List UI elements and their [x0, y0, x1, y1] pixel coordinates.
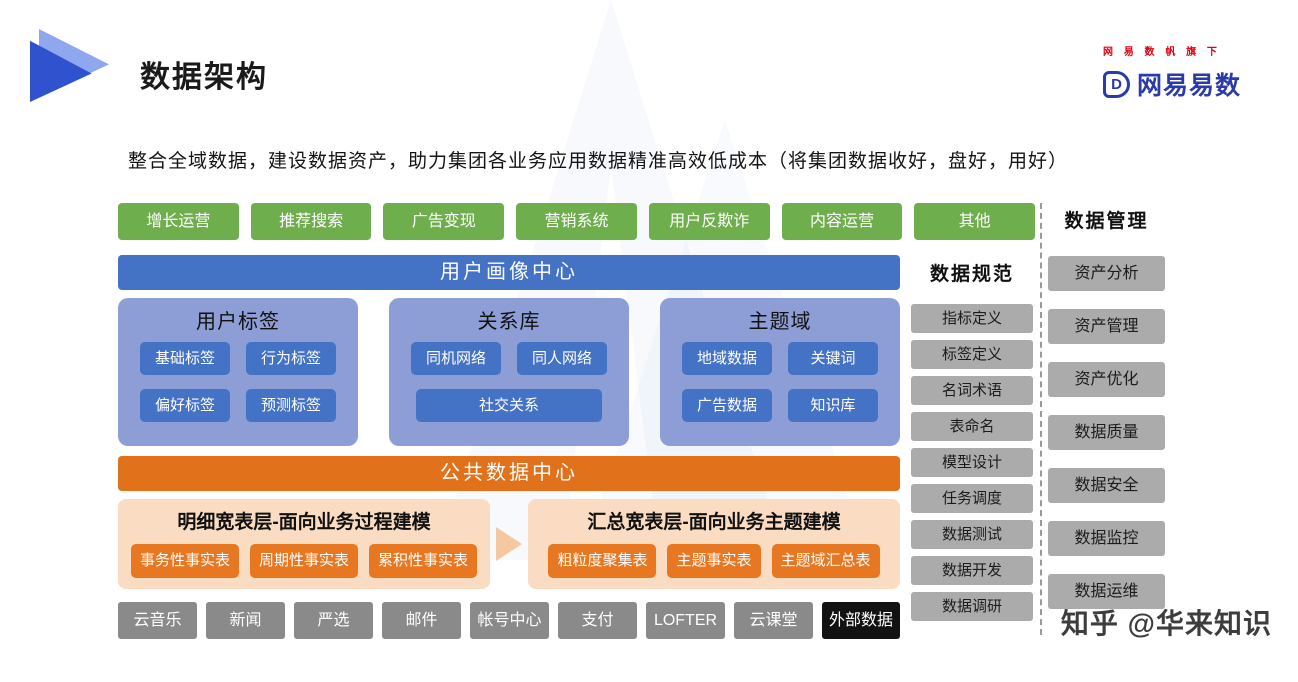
data-standards-item: 任务调度	[911, 484, 1033, 513]
pdc-group-chips: 事务性事实表周期性事实表累积性事实表	[118, 544, 490, 578]
group-user-tags: 用户标签 基础标签行为标签偏好标签预测标签	[118, 298, 358, 446]
group-chips: 基础标签行为标签偏好标签预测标签	[118, 342, 358, 422]
brand-row: D 网易易数	[1103, 66, 1268, 102]
tag-chip: 预测标签	[246, 389, 336, 422]
business-app-chip: 营销系统	[516, 203, 637, 240]
data-standards-item: 指标定义	[911, 304, 1033, 333]
user-profile-groups: 用户标签 基础标签行为标签偏好标签预测标签 关系库 同机网络同人网络社交关系 主…	[118, 298, 900, 446]
fact-table-chip: 事务性事实表	[130, 544, 239, 578]
tag-chip: 基础标签	[140, 342, 230, 375]
data-management-item: 数据安全	[1048, 468, 1165, 503]
brand-logo: 网 易 数 帆 旗 下 D 网易易数	[1103, 43, 1268, 102]
data-source-chip: 帐号中心	[470, 602, 549, 639]
group-chips: 同机网络同人网络社交关系	[389, 342, 629, 422]
tag-chip: 同机网络	[411, 342, 501, 375]
slide-logo-icon	[30, 29, 109, 102]
group-relations: 关系库 同机网络同人网络社交关系	[389, 298, 629, 446]
data-standards-title: 数据规范	[929, 264, 1014, 285]
data-management-item: 数据运维	[1048, 574, 1165, 609]
data-management-item: 资产管理	[1048, 309, 1165, 344]
business-app-chip: 增长运营	[118, 203, 239, 240]
data-source-chip: 云音乐	[118, 602, 197, 639]
page-title: 数据架构	[140, 61, 268, 94]
public-data-center-banner: 公共数据中心	[118, 456, 900, 491]
group-title: 主题域	[748, 311, 812, 333]
business-app-chip: 推荐搜索	[250, 203, 372, 240]
pdc-group-title: 汇总宽表层-面向业务主题建模	[587, 512, 841, 533]
group-subject-domain: 主题域 地域数据关键词广告数据知识库	[660, 298, 900, 446]
brand-d-icon: D	[1103, 70, 1130, 98]
data-management-item: 数据质量	[1048, 415, 1165, 450]
data-standards-item: 数据测试	[911, 520, 1033, 549]
dashed-separator	[1040, 203, 1042, 635]
tag-chip: 同人网络	[517, 342, 607, 375]
fact-table-chip: 周期性事实表	[249, 544, 358, 578]
data-standards-item: 名词术语	[911, 376, 1033, 405]
business-app-chip: 广告变现	[383, 203, 505, 240]
tag-chip: 地域数据	[682, 342, 772, 375]
data-standards-item: 标签定义	[911, 340, 1033, 369]
pdc-group-chips: 粗粒度聚集表主题事实表主题域汇总表	[528, 544, 900, 578]
business-apps-row: 增长运营推荐搜索广告变现营销系统用户反欺诈内容运营其他	[118, 203, 1036, 240]
data-management-column: 数据管理 资产分析资产管理资产优化数据质量数据安全数据监控数据运维	[1048, 203, 1165, 609]
brand-tagline: 网 易 数 帆 旗 下	[1103, 47, 1221, 58]
summary-table-chip: 主题域汇总表	[771, 544, 880, 578]
data-standards-item: 数据开发	[911, 556, 1033, 585]
pdc-group-title: 明细宽表层-面向业务过程建模	[177, 512, 431, 533]
data-management-title: 数据管理	[1064, 211, 1149, 232]
business-app-chip: 用户反欺诈	[648, 203, 770, 240]
detail-wide-table-box: 明细宽表层-面向业务过程建模 事务性事实表周期性事实表累积性事实表	[118, 499, 490, 589]
fact-table-chip: 累积性事实表	[369, 544, 478, 578]
tag-chip: 偏好标签	[140, 389, 230, 422]
brand-name: 网易易数	[1137, 72, 1242, 100]
data-management-item: 资产分析	[1048, 256, 1165, 291]
data-standards-column: 数据规范 指标定义标签定义名词术语表命名模型设计任务调度数据测试数据开发数据调研	[911, 258, 1033, 621]
data-management-list: 资产分析资产管理资产优化数据质量数据安全数据监控数据运维	[1048, 256, 1165, 609]
data-management-item: 资产优化	[1048, 362, 1165, 397]
public-data-groups: 明细宽表层-面向业务过程建模 事务性事实表周期性事实表累积性事实表 汇总宽表层-…	[118, 499, 900, 589]
tag-chip: 广告数据	[682, 389, 772, 422]
main-diagram: 用户画像中心 用户标签 基础标签行为标签偏好标签预测标签 关系库 同机网络同人网…	[118, 255, 900, 639]
group-title: 用户标签	[196, 311, 280, 333]
data-source-chip: 邮件	[382, 602, 461, 639]
data-source-chip: 严选	[294, 602, 373, 639]
data-source-chip: LOFTER	[646, 602, 725, 639]
tag-chip: 知识库	[788, 389, 878, 422]
zhihu-watermark: 知乎 @华来知识	[1060, 608, 1272, 639]
data-source-chip: 支付	[558, 602, 637, 639]
data-standards-item: 表命名	[911, 412, 1033, 441]
summary-table-chip: 主题事实表	[667, 544, 761, 578]
tag-chip: 社交关系	[416, 389, 602, 422]
external-data-chip: 外部数据	[822, 602, 900, 639]
slide-subtitle: 整合全域数据，建设数据资产，助力集团各业务应用数据精准高效低成本（将集团数据收好…	[128, 151, 1069, 172]
business-app-chip: 其他	[914, 203, 1036, 240]
data-standards-item: 数据调研	[911, 592, 1033, 621]
group-chips: 地域数据关键词广告数据知识库	[660, 342, 900, 422]
group-title: 关系库	[477, 311, 541, 333]
data-source-chip: 新闻	[206, 602, 285, 639]
summary-wide-table-box: 汇总宽表层-面向业务主题建模 粗粒度聚集表主题事实表主题域汇总表	[528, 499, 900, 589]
data-source-chip: 云课堂	[734, 602, 813, 639]
summary-table-chip: 粗粒度聚集表	[548, 544, 657, 578]
business-app-chip: 内容运营	[781, 203, 903, 240]
data-standards-list: 指标定义标签定义名词术语表命名模型设计任务调度数据测试数据开发数据调研	[911, 304, 1033, 621]
arrow-right-icon	[496, 527, 522, 561]
tag-chip: 行为标签	[246, 342, 336, 375]
user-profile-center-banner: 用户画像中心	[118, 255, 900, 290]
data-standards-item: 模型设计	[911, 448, 1033, 477]
tag-chip: 关键词	[788, 342, 878, 375]
data-management-item: 数据监控	[1048, 521, 1165, 556]
